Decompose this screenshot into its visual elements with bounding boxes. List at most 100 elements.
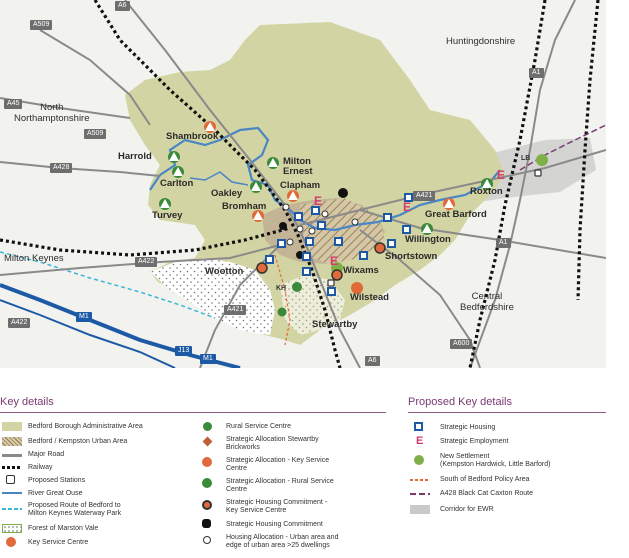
housing-allocation-circle-icon: [203, 536, 211, 544]
railway-north: [576, 0, 600, 301]
road-label-a6-top: A6: [115, 1, 130, 11]
legend-swatch-waterway: [2, 508, 22, 510]
legend-ewr-label: Corridor for EWR: [440, 506, 494, 513]
road-a422: [0, 244, 281, 276]
legend-a428-label: A428 Black Cat Caxton Route: [440, 490, 533, 497]
place-carlton: Carlton: [160, 178, 194, 189]
railway-ewr: [0, 226, 291, 257]
south-bedford-boundary: [274, 254, 291, 346]
road-label-a6-bottom: A6: [365, 356, 380, 366]
strategic-housing-square-icon: [414, 422, 423, 431]
legend-borough-label: Bedford Borough Administrative Area: [28, 423, 143, 430]
railway-ecml: [468, 0, 547, 368]
key-service-centre-icon: [6, 537, 16, 547]
place-harrold: Harrold: [118, 151, 152, 162]
legend-strategic-housing-label: Strategic Housing: [440, 424, 496, 431]
region-north-northamptonshire: North Northamptonshire: [14, 102, 90, 124]
legend-strategic-ksc-label: Strategic Allocation - Key Service Centr…: [226, 457, 330, 472]
legend-swatch-major-road: [2, 454, 22, 457]
road-label-a422-left: A422: [8, 318, 31, 328]
road-label-a509-top: A509: [30, 20, 53, 30]
legend-swatch-forest: [2, 524, 22, 533]
strategic-rsc-triangle-icon: [202, 478, 212, 488]
strategic-ksc-triangle-icon: [202, 457, 212, 467]
place-stewartby: Stewartby: [312, 319, 358, 330]
road-label-a45: A45: [4, 99, 23, 109]
place-shortstown: Shortstown: [385, 251, 438, 262]
road-a428: [0, 161, 161, 177]
legend-key-details-title: Key details: [0, 396, 54, 408]
road-label-a421-lower: A421: [224, 305, 247, 315]
legend-swatch-south-bedford: [410, 479, 430, 481]
legend-swatch-river: [2, 492, 22, 494]
place-oakley: Oakley: [211, 188, 243, 199]
map-symbols: [159, 121, 548, 317]
train-icon: [6, 475, 15, 484]
road-label-a1-top: A1: [529, 68, 544, 78]
housing-commitment-ksc-icon: [202, 500, 212, 510]
legend-rural-service-label: Rural Service Centre: [226, 423, 291, 430]
legend-stewartby-label: Strategic Allocation Stewartby Brickwork…: [226, 436, 319, 451]
place-lb: LB: [521, 155, 531, 162]
legend-railway-label: Railway: [28, 464, 53, 471]
legend-new-settlement-label: New Settlement (Kempston Hardwick, Littl…: [440, 453, 551, 468]
legend-proposed-title: Proposed Key details: [408, 396, 512, 408]
river-branch: [189, 171, 249, 186]
rural-service-centre-icon: [203, 422, 212, 431]
forest-area: [150, 258, 275, 335]
road-label-a422-mid: A422: [135, 257, 158, 267]
place-bromham: Bromham: [222, 201, 267, 212]
place-kh: KH: [276, 285, 287, 292]
road-a509: [39, 29, 151, 126]
legend-housing-ksc-label: Strategic Housing Commitment - Key Servi…: [226, 499, 328, 514]
legend-strategic-rsc-label: Strategic Allocation - Rural Service Cen…: [226, 478, 334, 493]
road-label-a421-right: A421: [413, 191, 436, 201]
legend-housing-commitment-label: Strategic Housing Commitment: [226, 521, 323, 528]
region-huntingdonshire: Huntingdonshire: [446, 36, 516, 47]
road-label-a428-left: A428: [50, 163, 73, 173]
legend-stations-label: Proposed Stations: [28, 477, 86, 484]
legend-swatch-urban: [2, 437, 22, 446]
motorway-m1: [0, 283, 241, 368]
waterway-route: [0, 251, 216, 319]
legend-swatch-borough: [2, 422, 22, 431]
place-willington: Willington: [405, 234, 451, 245]
employment-label-clapham: E: [314, 194, 323, 208]
motorway-m1-b: [0, 299, 176, 368]
stewartby-diamond-icon: [202, 436, 213, 447]
legend-housing-allocation-label: Housing Allocation - Urban area and edge…: [226, 534, 339, 549]
legend-urban-label: Bedford / Kempston Urban Area: [28, 438, 128, 445]
housing-commitment-octagon-icon: [202, 519, 211, 528]
region-milton-keynes: Milton Keynes: [4, 253, 64, 264]
region-central-bedfordshire: Central Bedfordshire: [460, 291, 514, 313]
employment-label-wixams: E: [330, 254, 339, 268]
place-clapham: Clapham: [280, 180, 321, 191]
legend-key-service-label: Key Service Centre: [28, 539, 89, 546]
road-label-a600: A600: [450, 339, 473, 349]
legend-strategic-employment-label: Strategic Employment: [440, 438, 509, 445]
legend-forest-label: Forest of Marston Vale: [28, 525, 99, 532]
legend-key-details-rule: [0, 412, 386, 413]
place-wilstead: Wilstead: [350, 292, 389, 303]
legend-swatch-ewr: [410, 505, 430, 514]
place-great-barford: Great Barford: [425, 209, 487, 220]
place-shambrook: Shambrook: [166, 131, 219, 142]
road-label-m1-low: M1: [200, 354, 216, 364]
legend-river-label: River Great Ouse: [28, 490, 83, 497]
south-bedford-policy-area: [300, 198, 385, 264]
new-settlement-icon: [414, 455, 424, 465]
legend-panel: Key details Proposed Key details Bedford…: [0, 368, 629, 558]
map-area: Huntingdonshire North Northamptonshire M…: [0, 0, 606, 368]
a428-black-cat-route: [519, 124, 606, 171]
road-a421: [299, 149, 606, 226]
place-roxton: Roxton: [470, 186, 503, 197]
legend-swatch-a428: [410, 493, 430, 495]
place-wixams: Wixams: [343, 265, 379, 276]
road-label-j13: J13: [175, 346, 193, 356]
legend-major-road-label: Major Road: [28, 451, 65, 458]
place-wootton: Wootton: [205, 266, 244, 277]
employment-label-east: E: [403, 200, 412, 214]
legend-south-bedford-label: South of Bedford Policy Area: [440, 476, 530, 483]
legend-proposed-rule: [408, 412, 606, 413]
place-milton-ernest: Milton Ernest: [283, 156, 313, 177]
